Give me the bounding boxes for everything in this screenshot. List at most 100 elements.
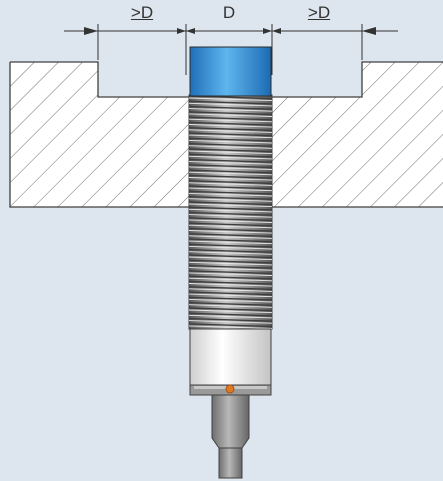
thread-groove	[189, 185, 272, 190]
thread-highlight	[189, 235, 272, 239]
thread-highlight	[189, 166, 272, 170]
left-clearance-text: >D	[130, 3, 154, 22]
thread-highlight	[189, 304, 272, 308]
thread-groove	[189, 201, 272, 206]
thread-highlight	[189, 272, 272, 276]
diameter-text: D	[222, 3, 236, 22]
thread-groove	[189, 153, 272, 158]
dimension-lines	[64, 24, 398, 75]
thread-highlight	[189, 230, 272, 234]
thread-highlight	[189, 267, 272, 271]
thread-groove	[189, 280, 272, 285]
thread-highlight	[189, 124, 272, 128]
thread-highlight	[189, 219, 272, 223]
thread-groove	[189, 137, 272, 142]
thread-highlight	[189, 214, 272, 218]
thread-groove	[189, 323, 272, 328]
thread-highlight	[189, 108, 272, 112]
thread-highlight	[189, 198, 272, 202]
thread-groove	[189, 174, 272, 179]
thread-highlight	[189, 283, 272, 287]
thread-groove	[189, 180, 272, 185]
thread-groove	[189, 116, 272, 121]
thread-groove	[189, 233, 272, 238]
thread-groove	[189, 105, 272, 110]
thread-groove	[189, 275, 272, 280]
thread-groove	[189, 211, 272, 216]
thread-groove	[189, 132, 272, 137]
thread-groove	[189, 169, 272, 174]
thread-highlight	[189, 298, 272, 303]
thread-highlight	[189, 251, 272, 255]
thread-highlight	[189, 177, 272, 181]
thread-highlight	[189, 325, 272, 329]
thread-highlight	[189, 129, 272, 133]
right-clearance-label: >D	[299, 3, 339, 23]
thread-highlight	[189, 182, 272, 186]
thread-highlight	[189, 161, 272, 165]
thread-groove	[189, 143, 272, 147]
thread-highlight	[189, 134, 272, 139]
thread-highlight	[189, 320, 272, 324]
thread-groove	[189, 148, 272, 153]
thread-highlight	[189, 261, 272, 266]
thread-groove	[189, 217, 272, 222]
thread-groove	[189, 164, 272, 169]
thread-groove	[189, 190, 272, 195]
thread-groove	[189, 121, 272, 126]
thread-highlight	[189, 113, 272, 117]
thread-groove	[189, 291, 272, 296]
status-led-icon	[225, 384, 235, 394]
thread-highlight	[189, 97, 272, 102]
thread-groove	[189, 196, 272, 200]
thread-groove	[189, 254, 272, 259]
thread-highlight	[189, 208, 272, 213]
thread-highlight	[189, 293, 272, 298]
thread-groove	[189, 307, 272, 312]
threaded-barrel-icon	[188, 94, 273, 330]
thread-groove	[189, 286, 272, 291]
thread-highlight	[189, 192, 272, 197]
thread-highlight	[189, 203, 272, 208]
thread-highlight	[189, 288, 272, 292]
thread-highlight	[189, 309, 272, 314]
thread-highlight	[189, 245, 272, 250]
thread-groove	[189, 296, 272, 301]
thread-highlight	[189, 102, 272, 107]
thread-highlight	[189, 314, 272, 319]
thread-highlight	[189, 240, 272, 245]
diameter-label: D	[209, 3, 249, 23]
right-clearance-text: >D	[307, 3, 331, 22]
thread-highlight	[189, 139, 272, 144]
thread-highlight	[189, 187, 272, 192]
thread-groove	[189, 111, 272, 116]
thread-highlight	[189, 224, 272, 229]
left-clearance-label: >D	[122, 3, 162, 23]
thread-groove	[189, 259, 272, 264]
thread-groove	[189, 227, 272, 232]
connector-cable	[211, 394, 250, 479]
thread-groove	[189, 222, 272, 227]
thread-highlight	[189, 118, 272, 123]
thread-groove	[189, 206, 272, 211]
thread-groove	[189, 238, 272, 243]
thread-groove	[189, 264, 272, 269]
thread-groove	[189, 249, 272, 253]
dimension-arrows	[84, 27, 376, 35]
thread-groove	[189, 302, 272, 306]
thread-groove	[189, 100, 272, 105]
thread-groove	[189, 270, 272, 275]
sensing-face	[189, 46, 272, 97]
thread-highlight	[189, 155, 272, 160]
thread-highlight	[189, 150, 272, 155]
thread-groove	[189, 317, 272, 322]
thread-highlight	[189, 277, 272, 282]
thread-groove	[189, 312, 272, 317]
thread-highlight	[189, 145, 272, 149]
thread-highlight	[189, 171, 272, 176]
thread-groove	[189, 243, 272, 248]
thread-highlight	[189, 256, 272, 261]
thread-groove	[189, 127, 272, 132]
